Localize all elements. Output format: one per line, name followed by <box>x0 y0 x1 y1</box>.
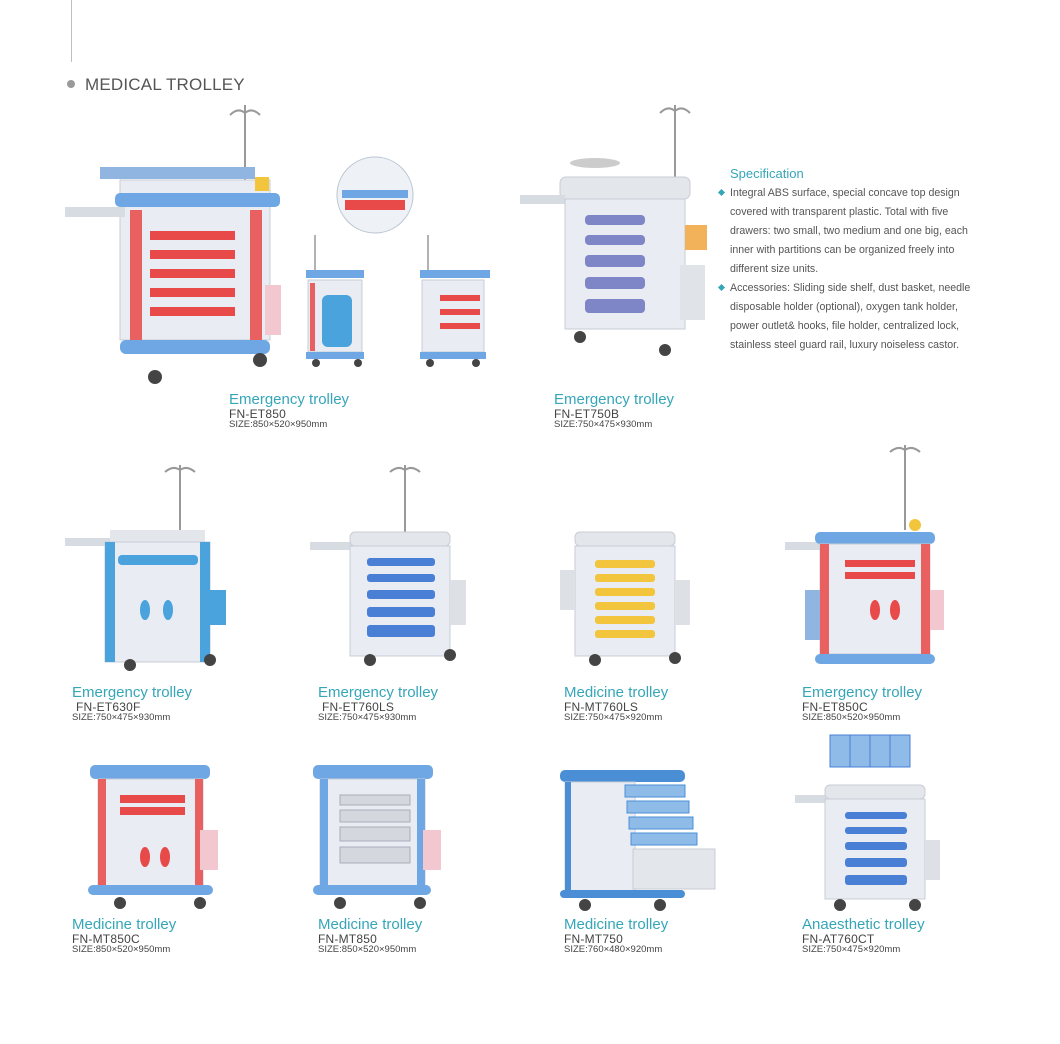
product-size: SIZE:850×520×950mm <box>229 419 328 431</box>
product-name: Emergency trolley <box>802 684 923 701</box>
product-name: Medicine trolley <box>564 684 669 701</box>
specification-block: Specification Integral ABS surface, spec… <box>717 166 975 355</box>
trolley-image <box>313 765 441 909</box>
product-model: FN-MT750 <box>564 931 623 946</box>
trolley-image <box>560 531 690 666</box>
product-model: FN-ET850 <box>229 406 286 421</box>
product-size: SIZE:750×475×930mm <box>318 712 417 724</box>
product-card: Medicine trolley FN-MT750 SIZE:760×480×9… <box>555 755 755 965</box>
product-size: SIZE:760×480×920mm <box>564 944 663 956</box>
product-model: FN-ET630F <box>76 699 141 714</box>
product-model: FN-MT760LS <box>564 699 639 714</box>
product-size: SIZE:750×475×930mm <box>72 712 171 724</box>
product-size: SIZE:850×520×950mm <box>802 712 901 724</box>
product-card: Anaesthetic trolley FN-AT760CT SIZE:750×… <box>785 730 985 965</box>
product-name: Emergency trolley <box>318 684 439 701</box>
trolley-image <box>310 465 466 666</box>
product-size: SIZE:750×475×930mm <box>554 419 653 431</box>
trolley-image <box>520 105 707 356</box>
trolley-image <box>88 765 218 909</box>
product-name: Emergency trolley <box>72 684 193 701</box>
product-size: SIZE:850×520×950mm <box>318 944 417 956</box>
specification-item: Integral ABS surface, special concave to… <box>717 184 975 279</box>
trolley-image <box>795 734 940 911</box>
product-card: Emergency trolley FN-ET850C SIZE:850×520… <box>785 440 985 735</box>
product-name: Medicine trolley <box>564 916 669 933</box>
specification-title: Specification <box>730 166 804 181</box>
product-name: Medicine trolley <box>318 916 423 933</box>
product-name: Emergency trolley <box>554 391 675 408</box>
section-title: MEDICAL TROLLEY <box>85 75 245 94</box>
product-card: Medicine trolley FN-MT850 SIZE:850×520×9… <box>305 755 505 965</box>
product-card: Medicine trolley FN-MT760LS SIZE:750×475… <box>555 460 755 735</box>
product-model: FN-ET850C <box>802 699 868 714</box>
product-model: FN-MT850C <box>72 931 140 946</box>
product-card: Emergency trolley FN-ET750B SIZE:750×475… <box>515 95 735 435</box>
product-size: SIZE:850×520×950mm <box>72 944 171 956</box>
product-card: Emergency trolley FN-ET850 SIZE:850×520×… <box>60 95 490 435</box>
product-name: Medicine trolley <box>72 916 177 933</box>
product-size: SIZE:750×475×920mm <box>564 712 663 724</box>
product-card: Emergency trolley FN-ET630F SIZE:750×475… <box>60 460 260 735</box>
product-name: Anaesthetic trolley <box>802 916 925 933</box>
product-model: FN-ET750B <box>554 406 620 421</box>
section-bullet-icon <box>67 80 75 88</box>
trolley-image <box>785 445 944 664</box>
product-name: Emergency trolley <box>229 391 350 408</box>
specification-item: Accessories: Sliding side shelf, dust ba… <box>717 279 975 355</box>
product-size: SIZE:750×475×920mm <box>802 944 901 956</box>
trolley-image <box>65 465 226 671</box>
product-model: FN-ET760LS <box>322 699 395 714</box>
product-model: FN-AT760CT <box>802 931 875 946</box>
trolley-image <box>65 105 490 384</box>
product-model: FN-MT850 <box>318 931 377 946</box>
divider-line <box>71 0 72 62</box>
trolley-image <box>560 770 716 911</box>
product-card: Emergency trolley FN-ET760LS SIZE:750×47… <box>305 460 505 735</box>
product-card: Medicine trolley FN-MT850C SIZE:850×520×… <box>60 755 260 965</box>
